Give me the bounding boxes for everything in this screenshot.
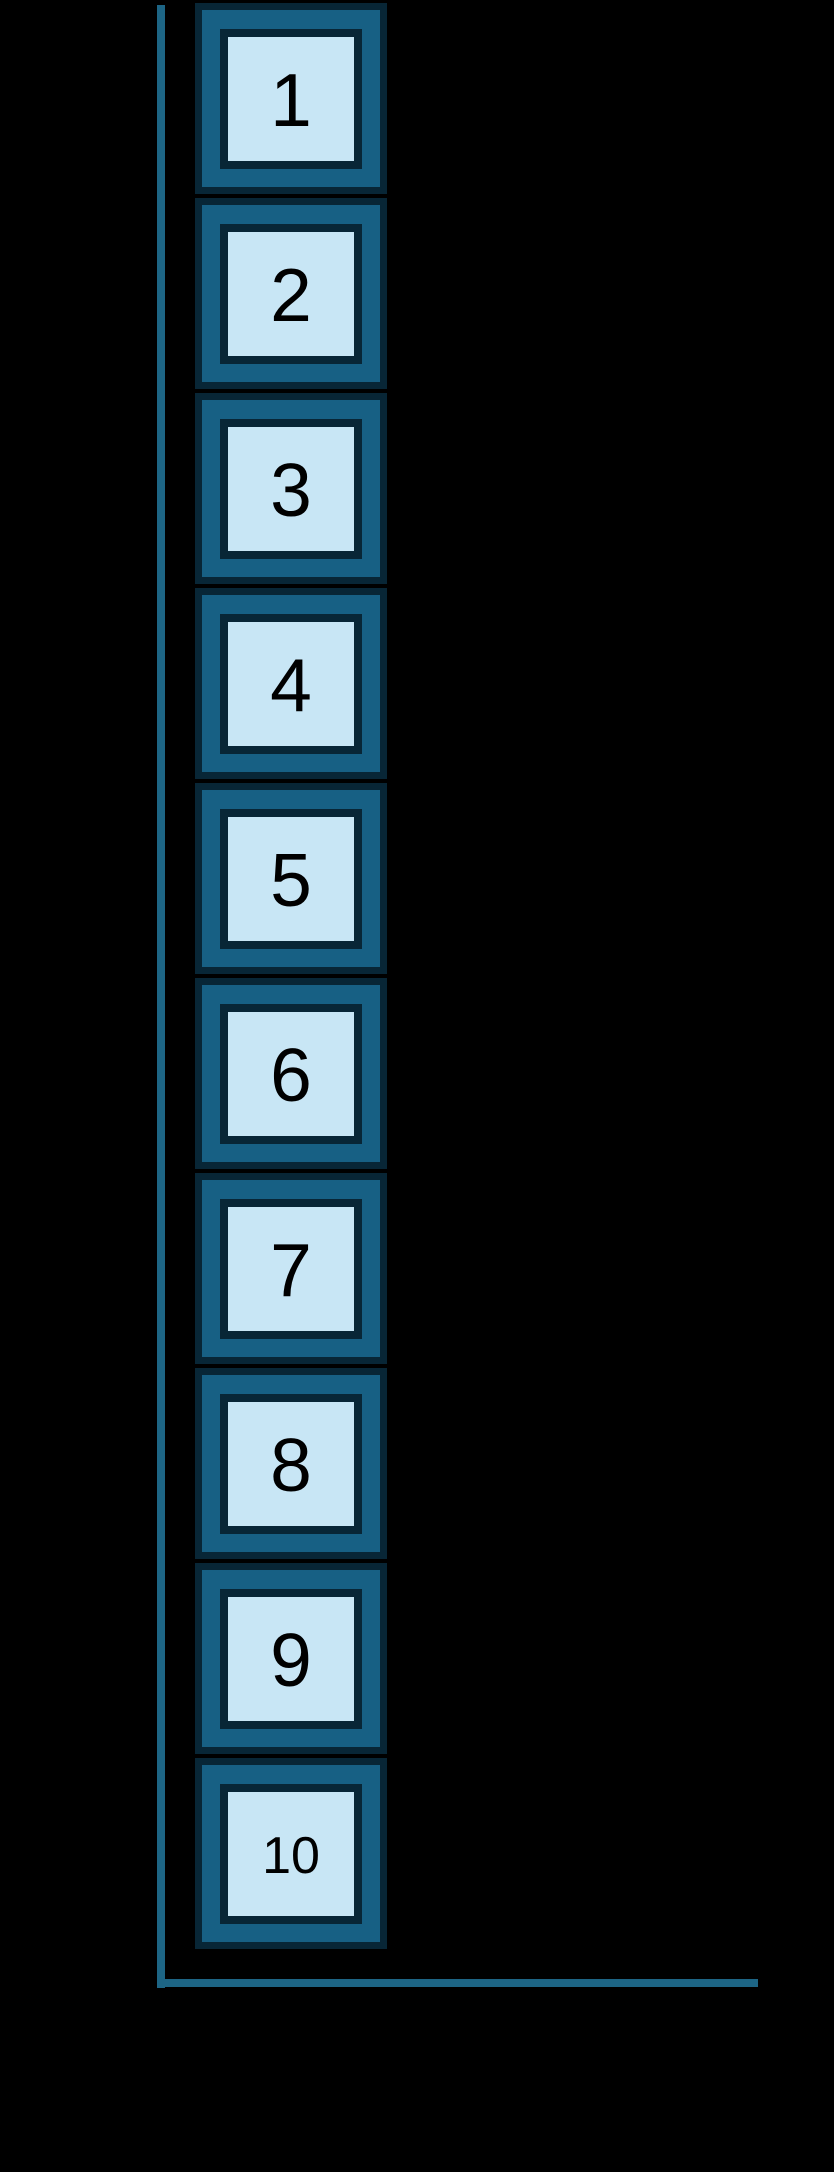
y-axis-line bbox=[157, 5, 165, 1988]
cell-inner-square: 6 bbox=[220, 1003, 362, 1144]
cell-stack: 1 2 3 4 5 6 7 8 9 10 bbox=[195, 3, 387, 1949]
cell-number: 5 bbox=[270, 838, 312, 922]
x-axis-line bbox=[157, 1979, 758, 1987]
numbered-cell[interactable]: 9 bbox=[195, 1563, 387, 1754]
numbered-cell[interactable]: 2 bbox=[195, 198, 387, 389]
cell-number: 1 bbox=[270, 58, 312, 142]
numbered-cell[interactable]: 6 bbox=[195, 978, 387, 1169]
cell-number: 9 bbox=[270, 1618, 312, 1702]
numbered-cell[interactable]: 8 bbox=[195, 1368, 387, 1559]
cell-inner-square: 10 bbox=[220, 1783, 362, 1924]
cell-inner-square: 1 bbox=[220, 28, 362, 169]
numbered-cell[interactable]: 7 bbox=[195, 1173, 387, 1364]
cell-number: 10 bbox=[262, 1826, 320, 1885]
cell-inner-square: 3 bbox=[220, 418, 362, 559]
cell-inner-square: 2 bbox=[220, 223, 362, 364]
numbered-cell[interactable]: 5 bbox=[195, 783, 387, 974]
cell-inner-square: 4 bbox=[220, 613, 362, 754]
numbered-cell[interactable]: 3 bbox=[195, 393, 387, 584]
cell-inner-square: 5 bbox=[220, 808, 362, 949]
numbered-cell[interactable]: 1 bbox=[195, 3, 387, 194]
cell-number: 3 bbox=[270, 448, 312, 532]
numbered-cell[interactable]: 4 bbox=[195, 588, 387, 779]
cell-inner-square: 7 bbox=[220, 1198, 362, 1339]
cell-number: 4 bbox=[270, 643, 312, 727]
cell-number: 8 bbox=[270, 1423, 312, 1507]
cell-inner-square: 8 bbox=[220, 1393, 362, 1534]
numbered-cell[interactable]: 10 bbox=[195, 1758, 387, 1949]
cell-number: 2 bbox=[270, 253, 312, 337]
cell-number: 7 bbox=[270, 1228, 312, 1312]
cell-inner-square: 9 bbox=[220, 1588, 362, 1729]
cell-number: 6 bbox=[270, 1033, 312, 1117]
